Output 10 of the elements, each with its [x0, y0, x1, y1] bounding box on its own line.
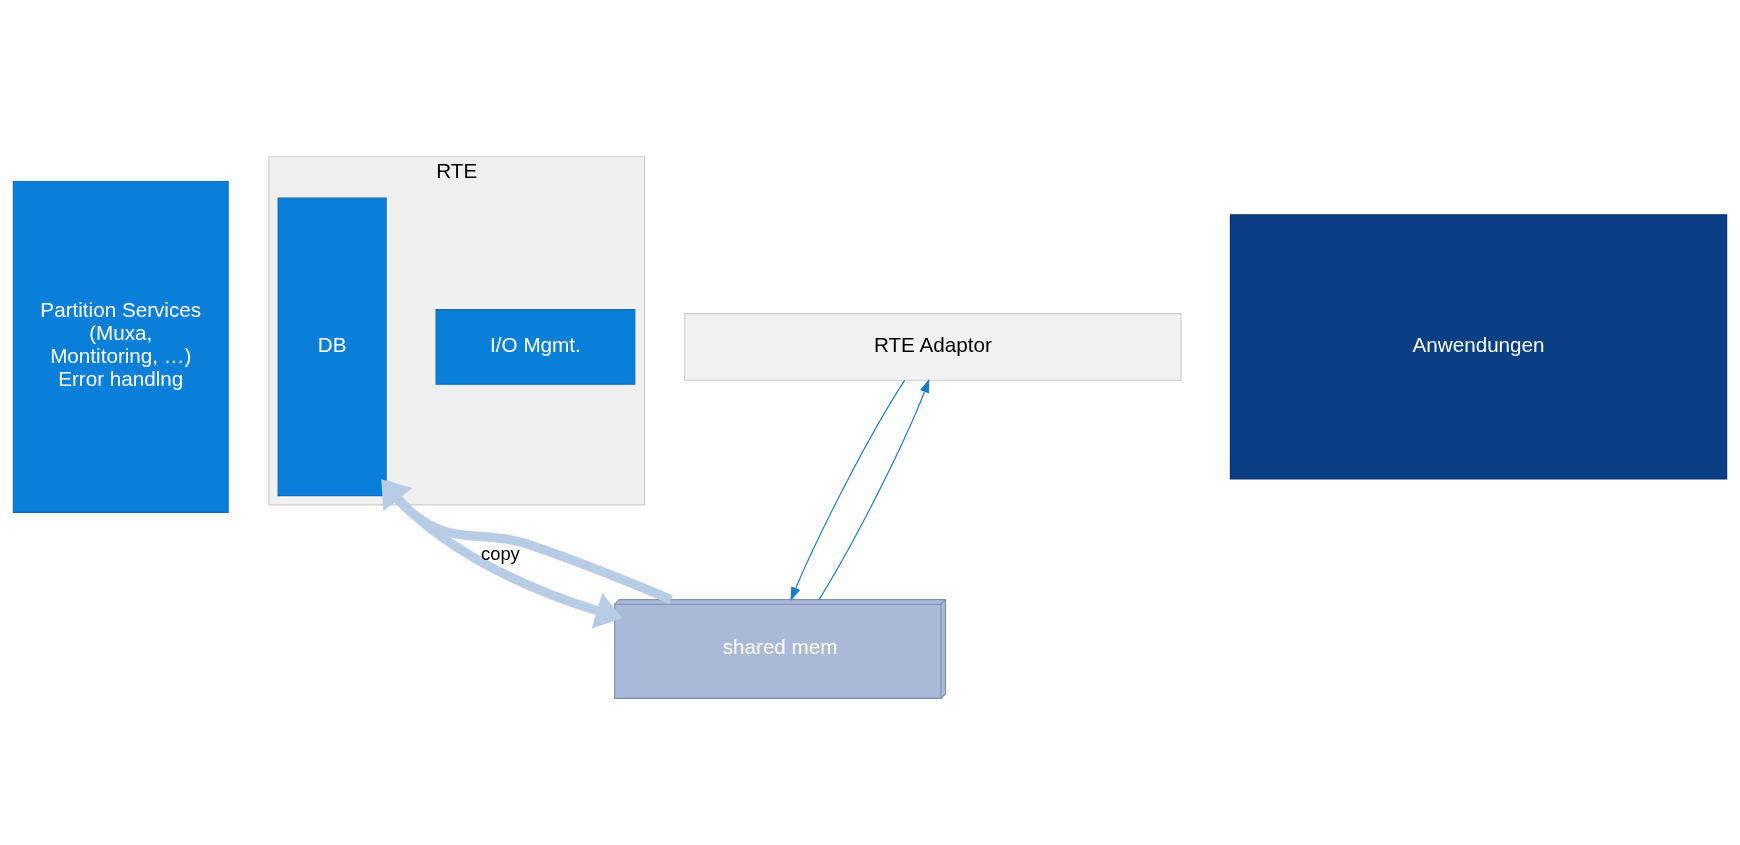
arrow: [790, 379, 906, 601]
node-box: Partition Services (Muxa, Montitoring, …) Error handlng: [12, 180, 229, 513]
edge-label: copy: [481, 542, 520, 564]
arrow: [818, 378, 930, 600]
node-box: Anwendungen: [1229, 213, 1728, 480]
arrow: [381, 478, 673, 604]
node-box: I/O Mgmt.: [435, 308, 636, 385]
node-box: DB: [277, 197, 387, 496]
arrow: [382, 480, 623, 628]
node-box: RTE Adaptor: [684, 312, 1182, 381]
